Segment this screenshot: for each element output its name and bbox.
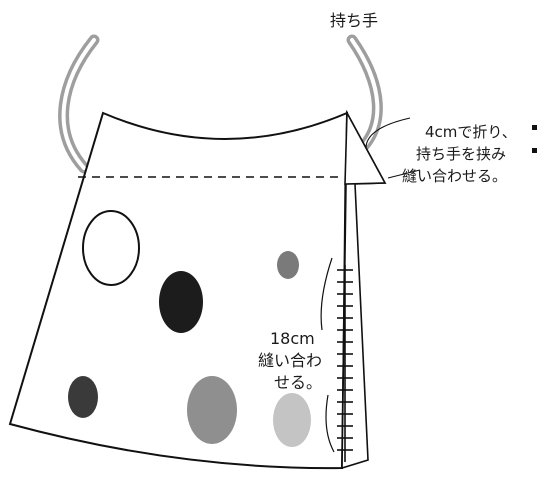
bullet-mark-1 (532, 125, 537, 130)
dot-light-gray (273, 393, 311, 447)
dot-dark (68, 376, 98, 418)
fold-label-line1: 4cmで折り、 (425, 123, 517, 141)
seam-brace (320, 257, 335, 453)
fold-label-line3: 縫い合わせる。 (402, 167, 507, 185)
dot-outline (82, 210, 140, 286)
inner-fold-line (341, 183, 346, 469)
fold-label-line2: 持ち手を挟み (416, 145, 506, 163)
seam-label-line3: せる。 (274, 373, 322, 392)
seam-label-line1: 18cm (270, 329, 315, 348)
seam-stitches (337, 265, 353, 462)
seam-label-line2: 縫い合わ (258, 351, 322, 370)
dot-mid-gray (187, 376, 237, 444)
handle-label: 持ち手 (330, 11, 378, 30)
bullet-mark-2 (532, 148, 537, 153)
fold-leader (365, 117, 421, 179)
dot-small-gray (277, 251, 299, 279)
dot-black (159, 271, 203, 333)
